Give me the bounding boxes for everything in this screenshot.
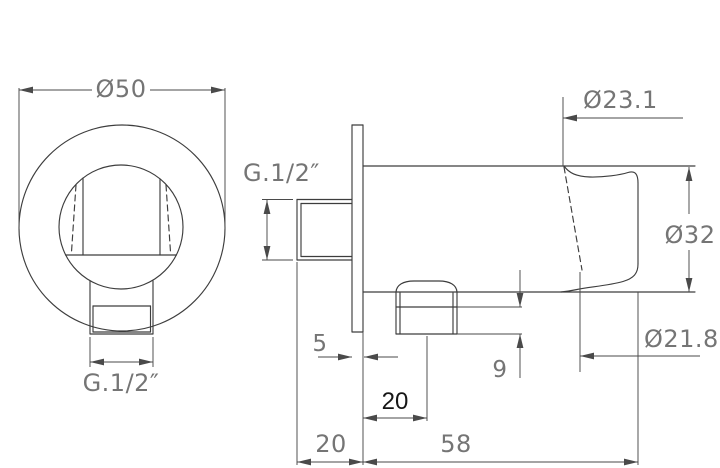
dim-top-diameter: Ø23.1 [562,86,683,166]
front-view: Ø50 G.1/2″ [18,75,226,397]
top-diameter-label: Ø23.1 [583,86,658,114]
arrow-right-icon [139,358,153,366]
arrow-up-icon [685,167,693,181]
dim-outlet-offset: 20 [363,336,428,422]
outlet-height-label: 9 [492,357,507,383]
arrow-left-icon [563,114,577,122]
dim-bottom-chain: 20 58 [296,262,639,466]
arrow-up-icon [516,334,524,348]
cup-inner-hidden-line [563,166,583,271]
dim-side-thread: G.1/2″ [243,159,320,261]
dim-flange-diameter: Ø50 [18,75,226,229]
arrow-right-icon [338,353,352,361]
dim-plate-thickness: 5 [312,331,398,361]
outlet-offset-label: 20 [382,388,409,415]
wall-clearance-label: 20 [315,430,347,458]
side-thread-label: G.1/2″ [243,159,320,187]
dim-outlet-height: 9 [457,270,524,383]
inlet-nipple [296,198,353,261]
arrow-left-icon [363,414,377,422]
dim-front-thread: G.1/2″ [83,337,160,397]
arrow-left-icon [19,86,33,94]
outlet-nut-side [395,280,458,335]
arrow-up-icon [263,200,271,214]
arrow-left-icon [297,458,311,466]
thread-hidden-left [70,184,77,253]
arrow-left-icon [364,353,378,361]
cup-top-curve [563,165,639,184]
arrow-down-icon [685,278,693,292]
flange-diameter-label: Ø50 [96,75,147,103]
dim-holder-diameter: Ø32 [665,167,716,292]
plate-thickness-label: 5 [312,331,327,357]
arrow-right-icon [349,458,363,466]
inner-diameter-label: Ø21.8 [644,325,719,353]
arrow-left-icon [580,352,594,360]
dim-inner-diameter: Ø21.8 [579,272,719,372]
arrow-left-icon [363,458,377,466]
arrow-left-icon [90,358,104,366]
side-view: G.1/2″ Ø23.1 Ø32 Ø21.8 [243,86,719,466]
front-thread-label: G.1/2″ [83,369,160,397]
arrow-right-icon [624,458,638,466]
body-length-label: 58 [440,430,472,458]
holder-diameter-label: Ø32 [665,221,716,249]
flange-outer-circle [18,124,226,332]
arrow-right-icon [211,86,225,94]
arrow-right-icon [413,414,427,422]
flange-inner-circle [58,164,184,290]
arrow-down-icon [516,293,524,307]
arrow-down-icon [263,246,271,260]
cup-bottom-curve [560,263,639,293]
thread-hidden-right [165,184,172,253]
